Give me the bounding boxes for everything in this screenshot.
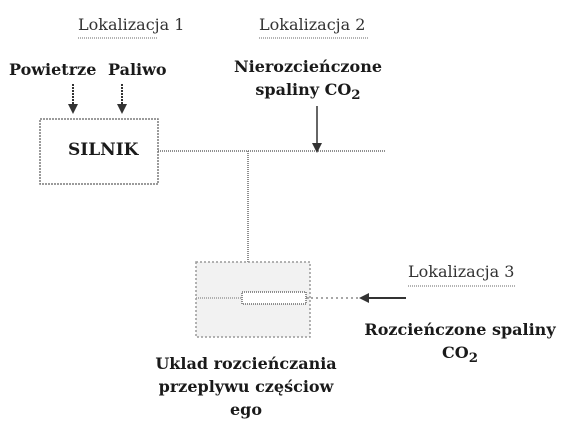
location-1-label: Lokalizacja 1 [78, 15, 185, 34]
undiluted-exhaust-label: Nierozcieńczone spaliny CO2 [219, 55, 397, 107]
co2-subscript: 2 [468, 350, 478, 367]
dilution-system-label-line2: przeplywu częściow [158, 377, 334, 396]
fuel-label: Paliwo [108, 60, 167, 79]
undiluted-label-text: spaliny CO [255, 80, 352, 99]
dilution-system-label: Uklad rozcieńczania przeplywu częściow e… [146, 352, 346, 421]
diluted-label-line1: Rozcieńczone spaliny [364, 320, 556, 339]
diluted-exhaust-label: Rozcieńczone spaliny CO2 [360, 318, 560, 370]
dilution-system-label-line3: ego [229, 400, 263, 419]
co2-subscript: 2 [351, 87, 361, 104]
air-label: Powietrze [9, 60, 97, 79]
engine-label: SILNIK [68, 140, 139, 160]
diluted-label-line2: CO2 [360, 341, 560, 370]
location-3-label: Lokalizacja 3 [408, 262, 515, 281]
dilution-system-label-line1: Uklad rozcieńczania [155, 354, 337, 373]
undiluted-label-line1: Nierozcieńczone [233, 57, 382, 76]
undiluted-label-line2: spaliny CO2 [219, 78, 397, 107]
diluted-label-text: CO [442, 343, 469, 362]
dilution-tube [241, 291, 307, 305]
location-2-label: Lokalizacja 2 [259, 15, 366, 34]
